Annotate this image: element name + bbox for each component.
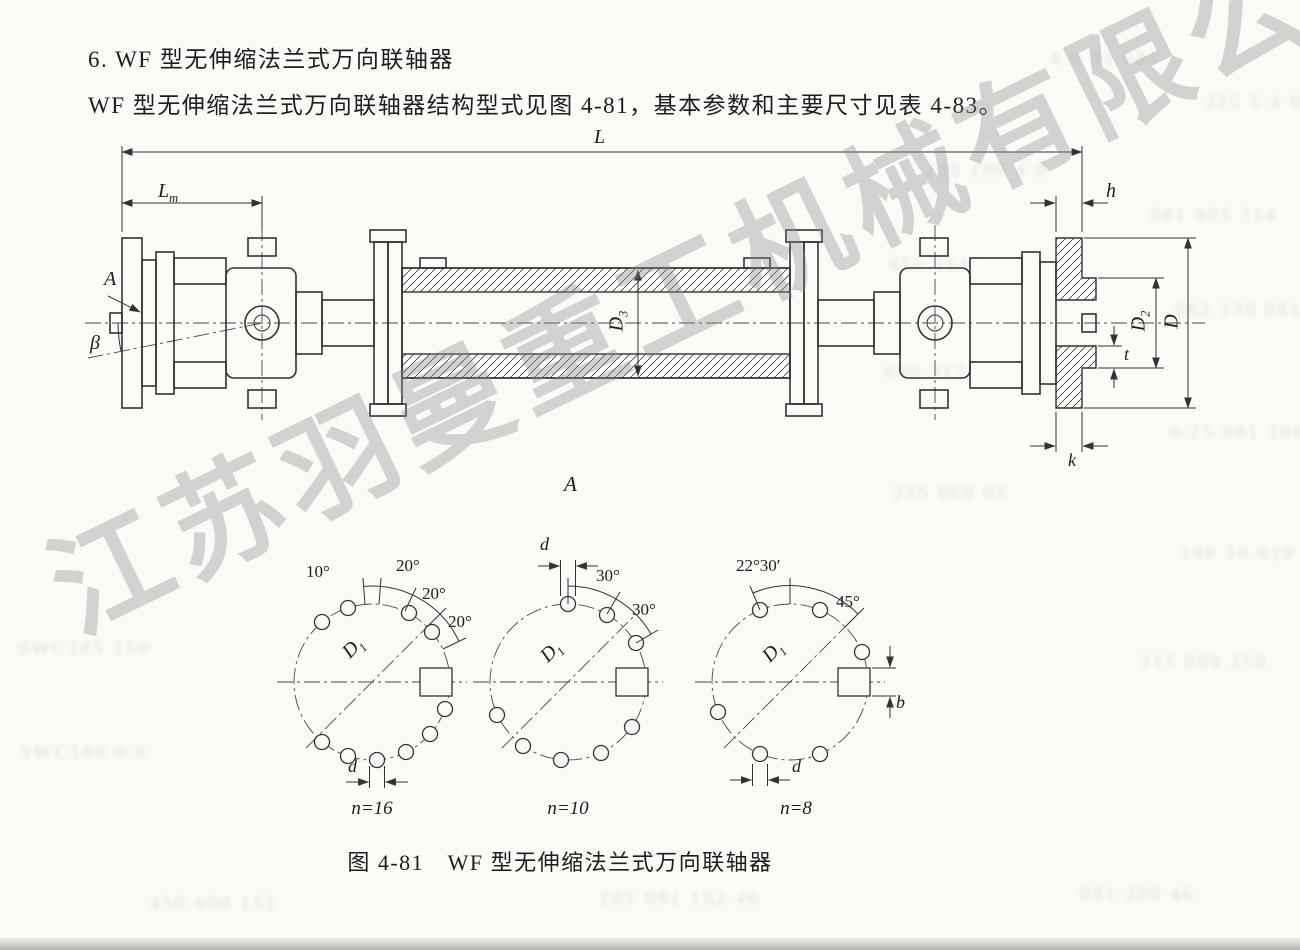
dim-label-d: d <box>792 756 801 776</box>
right-flange-bolt-bottom <box>785 403 823 417</box>
right-cross-journal <box>917 305 953 341</box>
dim-label-Lm: Lm <box>158 180 178 206</box>
bolt-circle-detail-3 <box>695 578 896 786</box>
dim-label-D3-base: D <box>605 316 628 332</box>
angle-label: 20° <box>396 556 420 575</box>
dim-label-k: k <box>1068 450 1076 470</box>
angle-arc-1 <box>363 585 460 642</box>
left-yoke-arm-bottom <box>173 361 227 389</box>
dim-label-L: L <box>594 126 606 148</box>
dim-label-D3: D3 <box>605 311 631 332</box>
body-text: WF 型无伸缩法兰式万向联轴器结构型式见图 4-81，基本参数和主要尺寸见表 4… <box>88 93 1004 118</box>
angle-arc-3 <box>752 585 859 615</box>
section-view-a-label: A <box>564 472 577 496</box>
tilted-axis-line <box>87 322 263 359</box>
right-flange-bolt-top <box>785 229 823 243</box>
angle-arc-2 <box>567 585 652 635</box>
dim-label-D2: D2 <box>1127 311 1153 332</box>
bleedthrough-text: 450 354 <box>888 255 971 276</box>
dim-label-beta: β <box>90 332 100 354</box>
left-bearing-cap-top <box>247 237 277 257</box>
beta-angle-arc <box>117 322 122 352</box>
tube-wall-section-top <box>401 267 791 293</box>
left-cross-journal <box>244 305 280 341</box>
right-yoke-spacer <box>1039 261 1057 385</box>
bleedthrough-text: 0.25 081 200 <box>1170 422 1300 443</box>
left-flange-bolt-bottom <box>369 403 407 417</box>
tube-wall-section-bottom <box>401 353 791 379</box>
dim-label-D2-base: D <box>1127 316 1150 332</box>
angle-label: 20° <box>422 584 446 603</box>
left-cross-journal-inner <box>253 314 271 332</box>
view-a-label: A <box>104 268 117 290</box>
angle-label: 30° <box>632 600 656 619</box>
dimension-lines <box>121 146 1196 452</box>
key-lug-1 <box>419 667 453 697</box>
dim-label-h: h <box>1106 180 1116 202</box>
angle-label: 10° <box>306 562 330 581</box>
right-yoke-arm-top <box>969 257 1023 285</box>
right-bearing-cap-top <box>919 237 949 257</box>
right-end-spigot <box>1081 313 1097 333</box>
key-lug-3 <box>837 667 871 697</box>
dim-label-d: d <box>540 534 549 554</box>
left-bearing-cap-bottom <box>247 389 277 409</box>
main-assembly-drawing <box>85 225 1205 420</box>
right-bearing-cap-bottom <box>919 389 949 409</box>
right-cross-block <box>899 267 971 379</box>
page-edge-shadow <box>0 938 1300 950</box>
bleedthrough-text: 225 5.4 0 <box>1205 92 1300 113</box>
left-flange-bolt-top <box>369 229 407 243</box>
dim-label-Lm-sub: m <box>169 191 179 205</box>
dim-label-D3-sub: 3 <box>616 310 631 317</box>
bleedthrough-text: 140 50 029 <box>1180 543 1296 564</box>
left-yoke-disc <box>155 251 175 395</box>
angle-label: 30° <box>596 566 620 585</box>
left-yoke-arm-top <box>173 257 227 285</box>
bleedthrough-text: 4.0 03 081 <box>1050 48 1161 69</box>
right-yoke-arm-bottom <box>969 361 1023 389</box>
bleedthrough-text: 255 060 05 <box>893 483 1009 504</box>
bleedthrough-text: SWC180 0.6 <box>20 742 149 763</box>
dim-label-D: D <box>1160 314 1183 329</box>
dim-label-t: t <box>1124 344 1130 364</box>
angle-label: 45° <box>836 592 860 611</box>
bolt-count-label: n=8 <box>780 798 812 819</box>
section-heading: 6. WF 型无伸缩法兰式万向联轴器 <box>88 47 454 72</box>
bolt-count-label: n=10 <box>547 798 589 819</box>
bleedthrough-text: 081 200 46 <box>1080 884 1196 905</box>
bleedthrough-text: 450 600 152 <box>150 893 278 914</box>
bolt-circle-detail-2 <box>473 560 663 769</box>
end-flange-section-bottom <box>1055 345 1097 409</box>
angle-label: 22°30′ <box>736 556 781 575</box>
tube-weld-collar-right <box>743 257 771 269</box>
figure-caption: 图 4-81 WF 型无伸缩法兰式万向联轴器 <box>347 850 773 875</box>
dim-label-D2-sub: 2 <box>1138 310 1153 317</box>
key-lug-2 <box>615 667 649 697</box>
bolt-circle-detail-1 <box>277 577 467 788</box>
dim-label-Lm-base: L <box>158 180 170 202</box>
bleedthrough-text: 315 009 258 <box>1140 652 1268 673</box>
right-cross-journal-inner <box>926 314 944 332</box>
bleedthrough-text: 225 190 4.0 <box>925 160 1049 181</box>
bleedthrough-text: SWC285 150 <box>18 638 151 659</box>
angle-label: 20° <box>448 612 472 631</box>
bleedthrough-text: 205 081 152 46 <box>600 888 761 909</box>
bolt-count-label: n=16 <box>351 798 393 819</box>
dim-label-b: b <box>896 692 905 712</box>
end-flange-section-top <box>1055 237 1097 301</box>
bleedthrough-text: 081 005 214 <box>1150 205 1278 226</box>
bleedthrough-text: 062 230 081 <box>1175 300 1300 321</box>
view-a-arrow <box>107 295 141 313</box>
tube-weld-collar-left <box>419 257 447 269</box>
dim-label-d: d <box>348 756 357 776</box>
